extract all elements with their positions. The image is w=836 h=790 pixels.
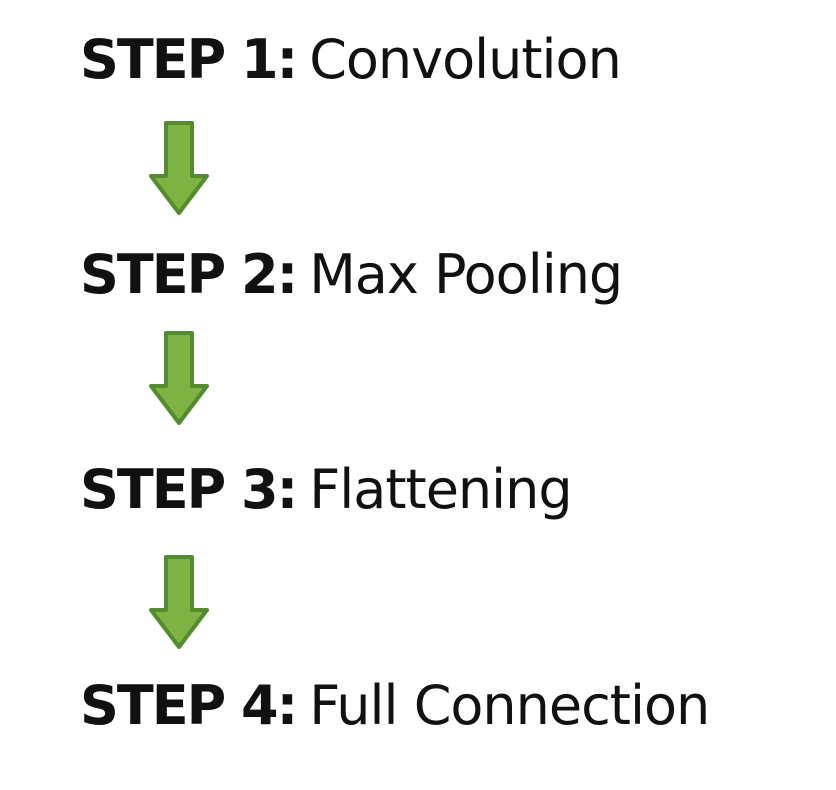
step-colon: :	[276, 674, 299, 737]
step-name: Max Pooling	[309, 243, 623, 306]
step-label: STEP 1	[80, 28, 279, 91]
step-name: Flattening	[309, 458, 572, 521]
step-3: STEP 3:Flattening	[80, 458, 573, 521]
down-arrow-icon	[149, 121, 209, 215]
step-1: STEP 1:Convolution	[80, 28, 622, 91]
down-arrow-icon	[149, 331, 209, 425]
step-colon: :	[276, 243, 299, 306]
step-label: STEP 2	[80, 243, 279, 306]
step-label: STEP 4	[80, 674, 279, 737]
step-4: STEP 4:Full Connection	[80, 674, 710, 737]
step-colon: :	[276, 458, 299, 521]
step-colon: :	[276, 28, 299, 91]
step-label: STEP 3	[80, 458, 279, 521]
step-name: Convolution	[309, 28, 622, 91]
down-arrow-icon	[149, 555, 209, 649]
step-2: STEP 2:Max Pooling	[80, 243, 623, 306]
step-name: Full Connection	[309, 674, 710, 737]
